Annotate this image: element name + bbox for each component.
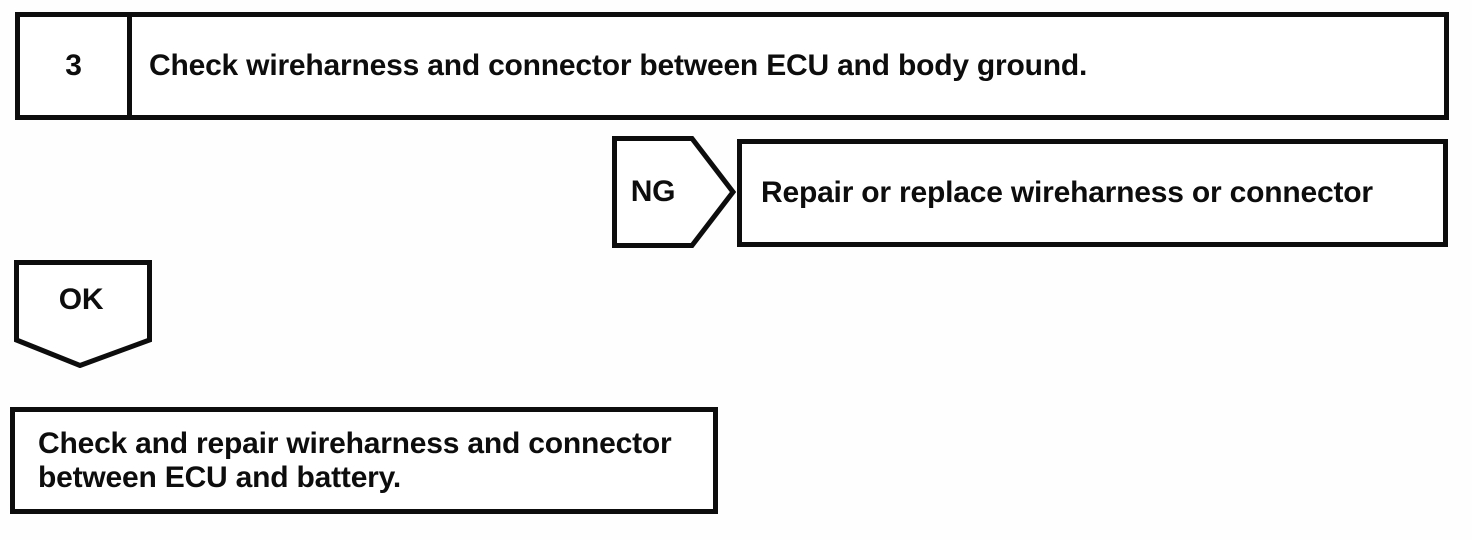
- ok-result-text: Check and repair wireharness and connect…: [38, 426, 672, 495]
- ok-result-box: Check and repair wireharness and connect…: [10, 407, 718, 514]
- step-number: 3: [20, 17, 132, 115]
- ng-action-box: Repair or replace wireharness or connect…: [737, 139, 1448, 247]
- ok-label: OK: [58, 283, 104, 316]
- ok-pentagon-down-icon: [14, 260, 152, 368]
- ok-connector: OK: [14, 260, 152, 368]
- ng-connector: NG: [612, 136, 736, 248]
- ng-label: NG: [630, 175, 676, 208]
- step-description: Check wireharness and connector between …: [149, 49, 1088, 82]
- ng-action-text: Repair or replace wireharness or connect…: [761, 176, 1373, 209]
- ok-result-line-2: between ECU and battery.: [38, 460, 402, 494]
- ok-result-line-1: Check and repair wireharness and connect…: [38, 426, 672, 460]
- ng-pentagon-right-icon: [612, 136, 736, 248]
- step-box: 3 Check wireharness and connector betwee…: [15, 12, 1449, 120]
